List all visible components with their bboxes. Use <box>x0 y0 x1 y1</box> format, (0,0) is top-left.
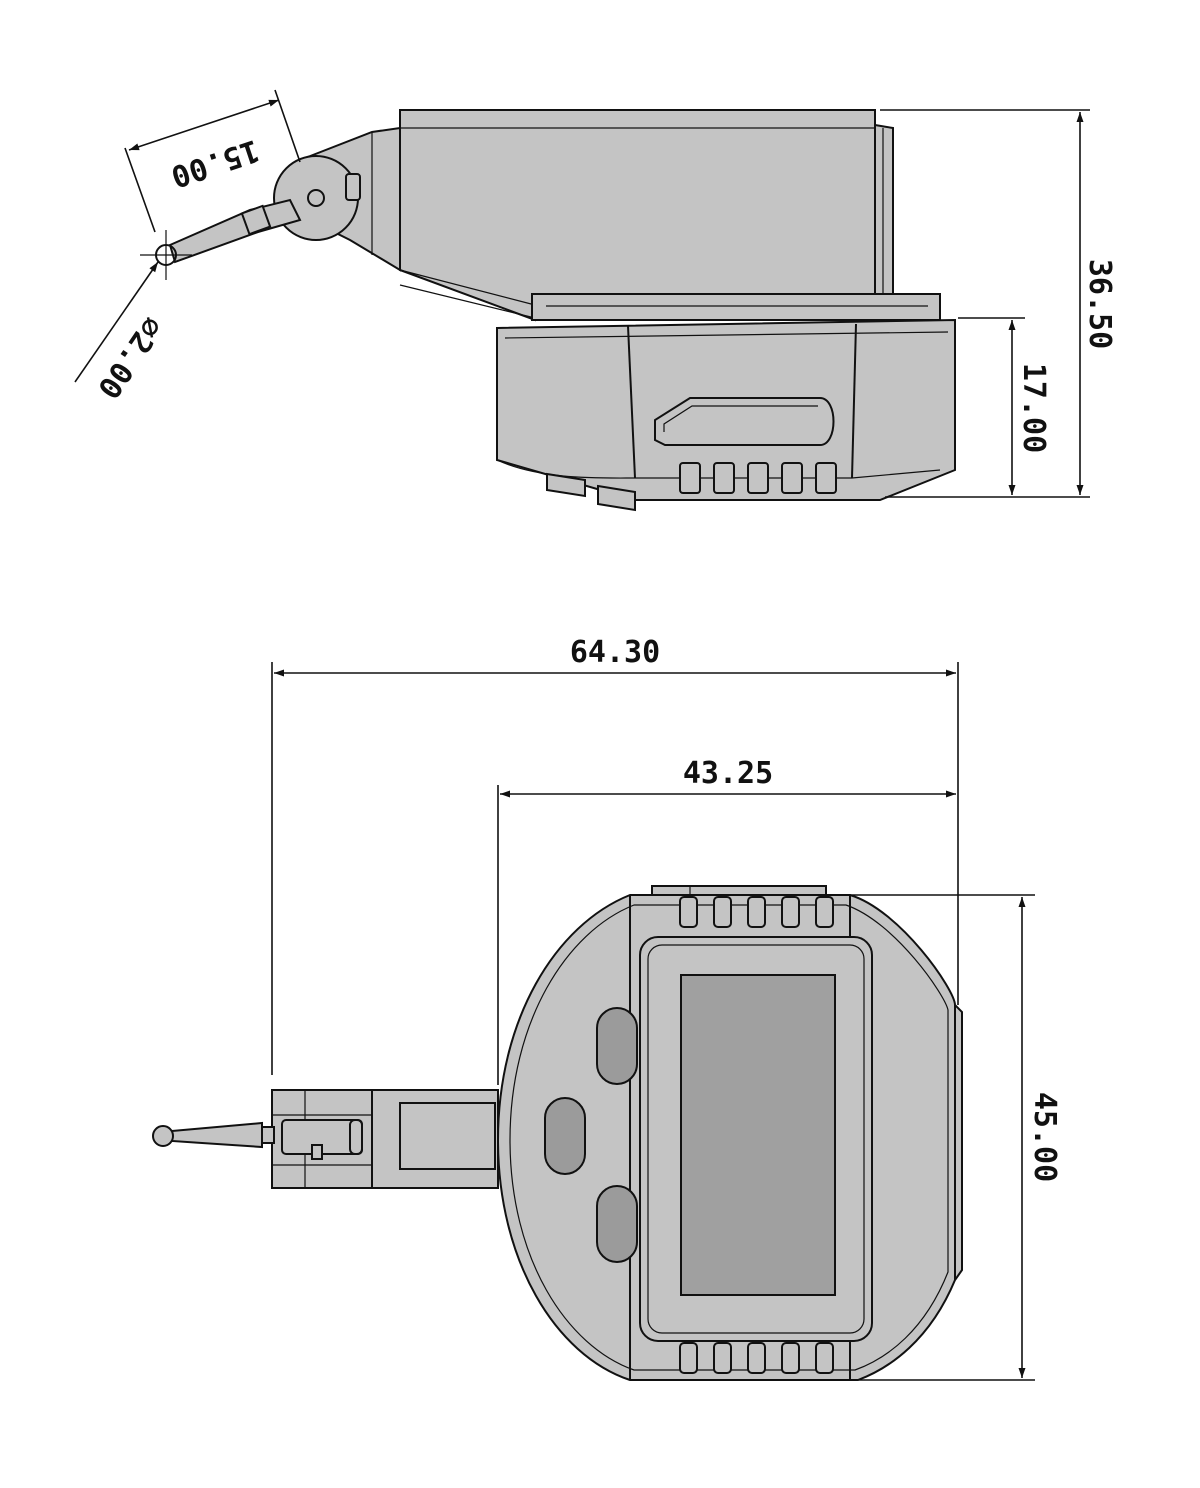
dim-body-height: 45.00 <box>1027 1092 1062 1182</box>
side-view <box>140 109 956 512</box>
front-grip-ribs-bottom <box>679 1342 834 1374</box>
front-button-top[interactable] <box>596 1007 638 1085</box>
dim-overall-length: 64.30 <box>570 635 660 670</box>
dim-body-width: 43.25 <box>683 756 773 791</box>
front-stylus-ball <box>152 1125 174 1147</box>
front-button-middle[interactable] <box>544 1097 586 1175</box>
dim-side-body-height: 17.00 <box>1016 363 1051 453</box>
front-button-bottom[interactable] <box>596 1185 638 1263</box>
dim-tip-length: 15.00 <box>167 132 264 194</box>
side-grip-ribs <box>679 462 837 494</box>
front-top-clip <box>651 885 827 896</box>
front-dimensions: 64.30 43.25 45.00 <box>271 635 1062 1381</box>
front-view <box>152 885 963 1381</box>
front-stylus <box>171 1121 263 1149</box>
front-display-screen <box>680 974 836 1296</box>
side-mount-plate <box>531 293 941 321</box>
dim-ball-diameter: ⌀2.00 <box>90 310 170 404</box>
dim-side-total-height: 36.50 <box>1082 259 1117 349</box>
side-clip <box>654 397 835 446</box>
front-grip-ribs-top <box>679 896 834 928</box>
side-stylus <box>168 198 302 264</box>
side-rear-flange <box>874 123 894 296</box>
